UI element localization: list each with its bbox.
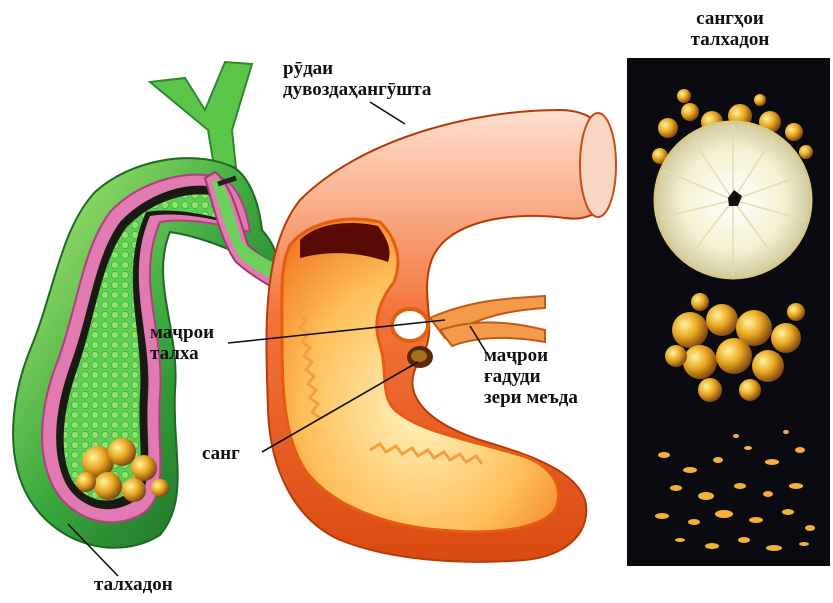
stones-panel [627,58,830,566]
stones-panel-title: сангҳои талхадон [660,8,800,50]
label-pancreatic-duct-line3: зери меъда [484,387,578,408]
leader-duodenum [370,102,405,124]
label-bile-duct-line2: талха [150,343,214,364]
label-pancreatic-duct-line1: маҷрои [484,345,578,366]
stone-cross-section [655,122,811,278]
hepatic-duct [150,62,252,172]
duct-stone [407,346,433,368]
label-bile-duct-line1: маҷрои [150,322,214,343]
label-bile-duct: маҷрои талха [150,322,214,364]
duodenum [266,110,616,562]
label-duodenum: рӯдаи дувоздаҳангӯшта [283,58,431,100]
label-duodenum-line1: рӯдаи [283,58,431,79]
label-stone: санг [202,443,240,464]
stones-panel-title-line2: талхадон [660,29,800,50]
pancreatic-duct [430,296,545,346]
stones-panel-title-line1: сангҳои [660,8,800,29]
label-pancreatic-duct-line2: ғадуди [484,366,578,387]
label-duodenum-line2: дувоздаҳангӯшта [283,79,431,100]
label-gallbladder: талхадон [94,574,173,595]
label-pancreatic-duct: маҷрои ғадуди зери меъда [484,345,578,408]
